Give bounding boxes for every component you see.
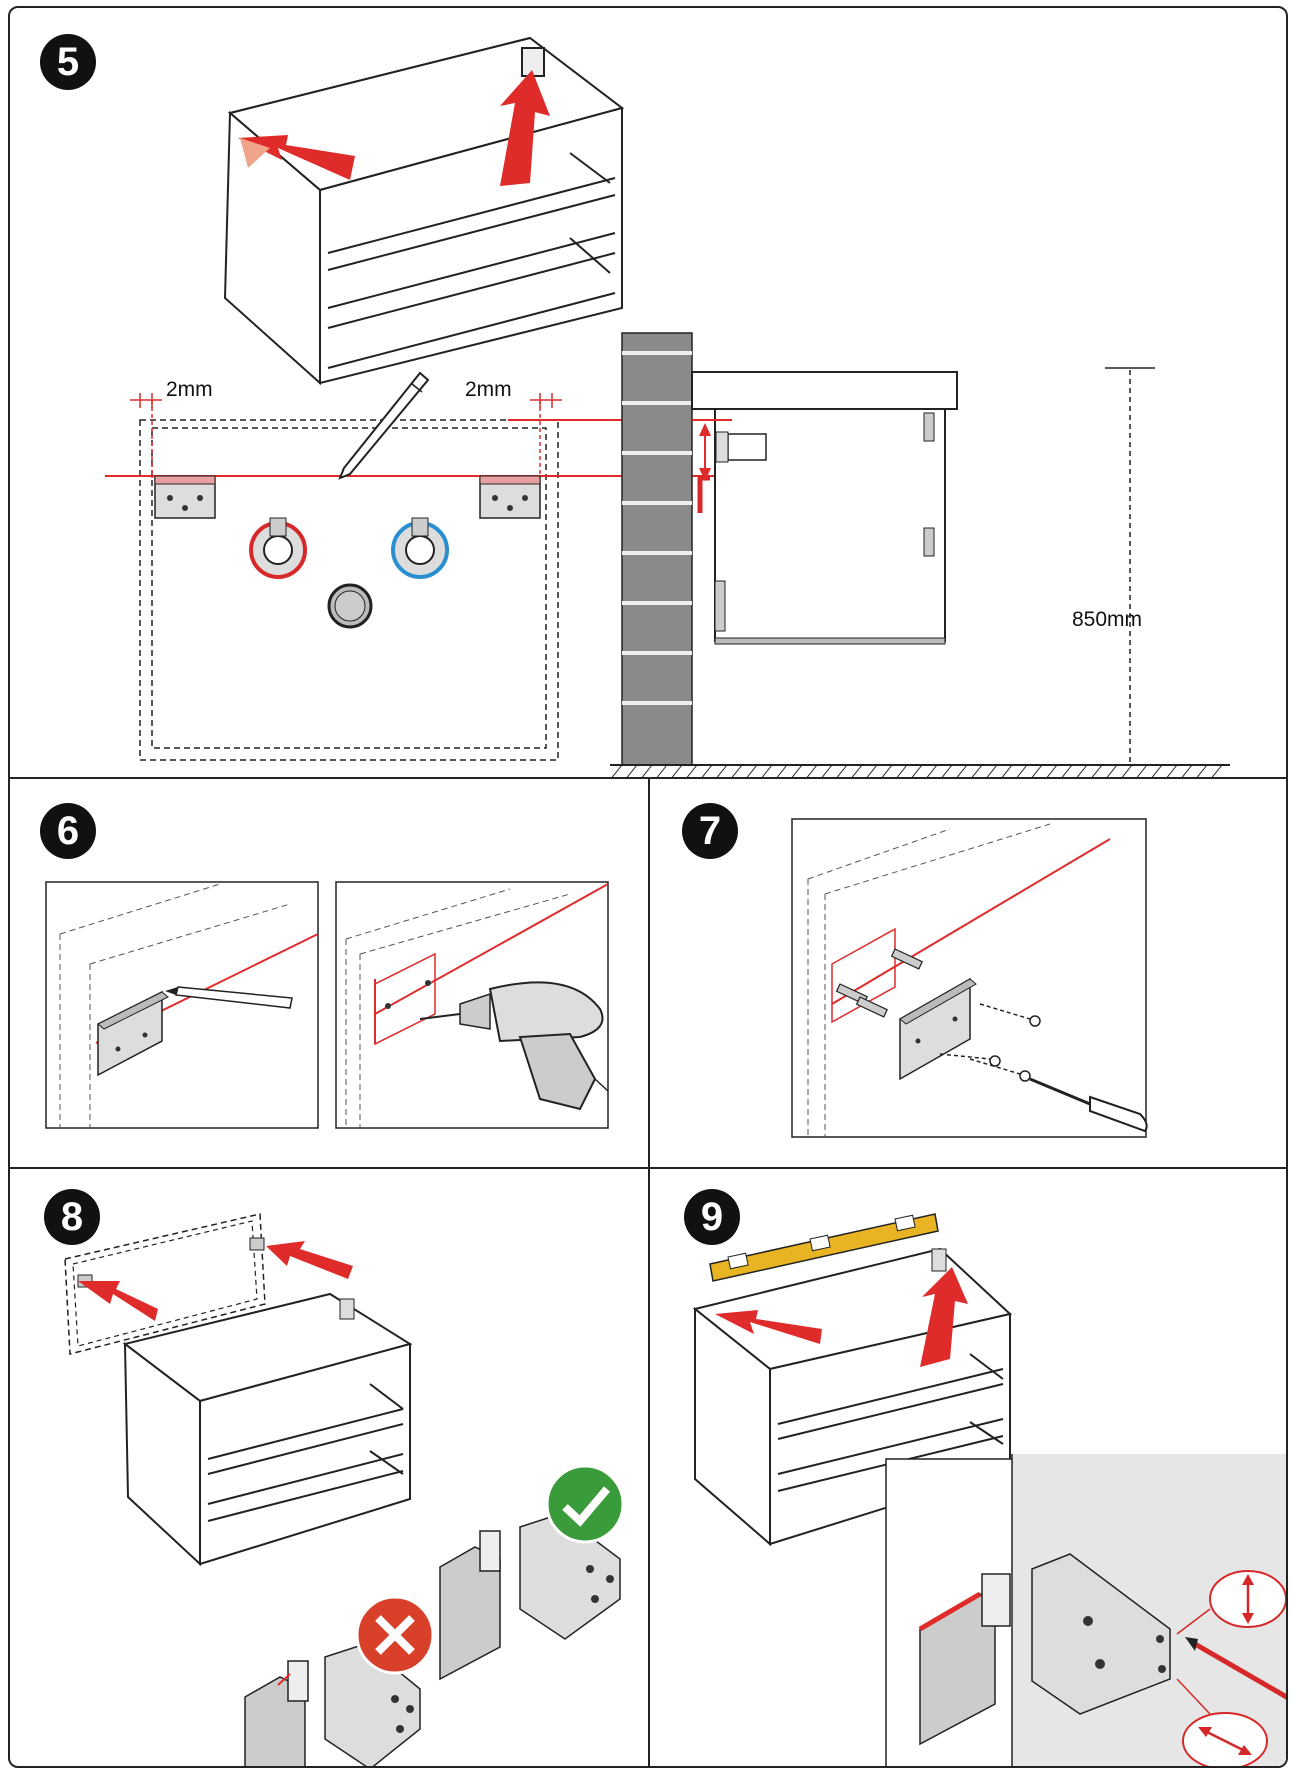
- step-5-panel: 5: [10, 8, 1286, 779]
- arrow-pull-icon: [238, 135, 355, 180]
- pencil-icon: [165, 986, 293, 1009]
- height-label: 850mm: [1072, 608, 1142, 631]
- step-7-fix-drawing: [791, 818, 1147, 1138]
- vertical-adjust-icon: [1176, 1570, 1286, 1635]
- check-icon: [545, 1464, 625, 1544]
- arrow-up-icon: [500, 70, 550, 186]
- wall-bracket-right: [479, 477, 541, 519]
- arrow-up-icon: [920, 1267, 968, 1367]
- hot-water-pipe: [249, 517, 307, 579]
- arrow-pull-icon: [715, 1310, 822, 1344]
- step-9-panel: 9: [650, 1169, 1286, 1766]
- step-6-panel: 6: [10, 779, 650, 1169]
- pencil-icon: [338, 371, 430, 480]
- wall-bracket-left: [154, 477, 216, 519]
- cross-icon: [355, 1595, 435, 1675]
- instruction-sheet: 5: [8, 6, 1288, 1768]
- screwdriver-icon: [1185, 1637, 1286, 1700]
- step-8-number: 8: [44, 1189, 100, 1245]
- depth-adjust-icon: [1176, 1678, 1268, 1766]
- hanger-correct-drawing: [439, 1513, 621, 1681]
- step-7-panel: 7: [650, 779, 1286, 1169]
- step-5-number: 5: [40, 34, 96, 90]
- drain-pipe: [327, 583, 373, 629]
- step-9-number: 9: [684, 1189, 740, 1245]
- level-icon: [709, 1213, 939, 1282]
- step-8-hang-drawing: [64, 1213, 413, 1567]
- step-7-number: 7: [682, 803, 738, 859]
- wall-section: [610, 332, 1230, 779]
- step-6-number: 6: [40, 803, 96, 859]
- drill-icon: [419, 981, 609, 1111]
- cabinet-illustration: [223, 36, 625, 386]
- step-8-panel: 8: [10, 1169, 650, 1766]
- cabinet-hanger: [521, 47, 545, 77]
- gap-right-label: 2mm: [465, 378, 512, 401]
- hanger-wrong-drawing: [244, 1643, 421, 1766]
- step-6-mark-drawing: [45, 881, 319, 1129]
- wall-layout: [105, 371, 732, 761]
- screwdriver-icon: [1029, 1077, 1148, 1133]
- cold-water-pipe: [391, 517, 449, 579]
- gap-left-label: 2mm: [166, 378, 213, 401]
